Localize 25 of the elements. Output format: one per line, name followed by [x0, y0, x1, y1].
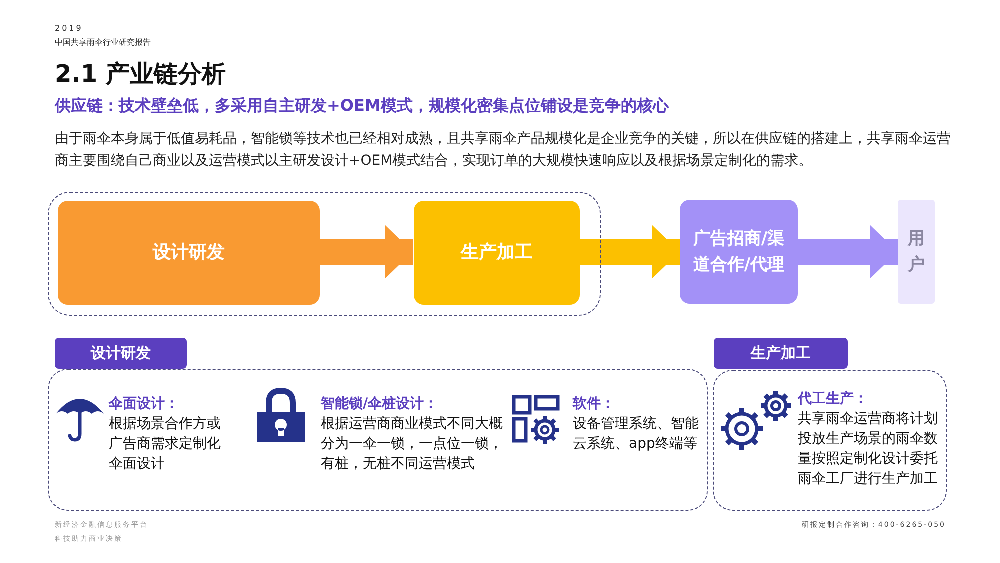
intro-paragraph: 由于雨伞本身属于低值易耗品，智能锁等技术也已经相对成熟，且共享雨伞产品规模化是企业竞争的关键，所以在供应链的搭建上，共享雨伞运营商主要围绕自己商业以及运营模式以主研发设计+OEM模式结合，实现订单的大规模快速响应以及根据场景定制化的需求。	[55, 130, 952, 171]
title: 2.1 产业链分析	[55, 59, 226, 90]
block-arrow	[319, 225, 413, 279]
item-description: 共享雨伞运营商将计划投放生产场景的雨伞数量按照定制化设计委托雨伞工厂进行生产加工	[798, 410, 939, 489]
process-box: 设计研发	[58, 201, 320, 305]
dashed-panel	[713, 370, 947, 511]
item-heading: 软件：	[573, 395, 616, 414]
process-box: 广告招商/渠道合作/代理	[680, 200, 798, 304]
dashed-panel	[48, 369, 708, 511]
section-tab: 设计研发	[55, 338, 187, 369]
section-tab: 生产加工	[714, 338, 848, 369]
dashed-group-box	[48, 192, 601, 316]
item-description: 设备管理系统、智能云系统、app终端等	[573, 415, 700, 454]
item-heading: 代工生产：	[798, 390, 869, 409]
item-heading: 智能锁/伞桩设计：	[321, 394, 440, 414]
item-description: 根据运营商商业模式不同大概分为一伞一锁，一点位一锁，有桩，无桩不同运营模式	[321, 415, 504, 474]
year-label: 2019	[55, 24, 84, 33]
block-arrow	[579, 225, 680, 279]
user-box: 用户	[898, 200, 935, 304]
item-heading: 伞面设计：	[109, 395, 180, 414]
report-name: 中国共享雨伞行业研究报告	[55, 37, 151, 48]
subtitle: 供应链：技术壁垒低，多采用自主研发+OEM模式，规模化密集点位铺设是竞争的核心	[55, 96, 670, 117]
block-arrow	[798, 225, 898, 279]
process-box: 生产加工	[414, 201, 580, 305]
item-description: 根据场景合作方或广告商需求定制化伞面设计	[109, 415, 222, 474]
